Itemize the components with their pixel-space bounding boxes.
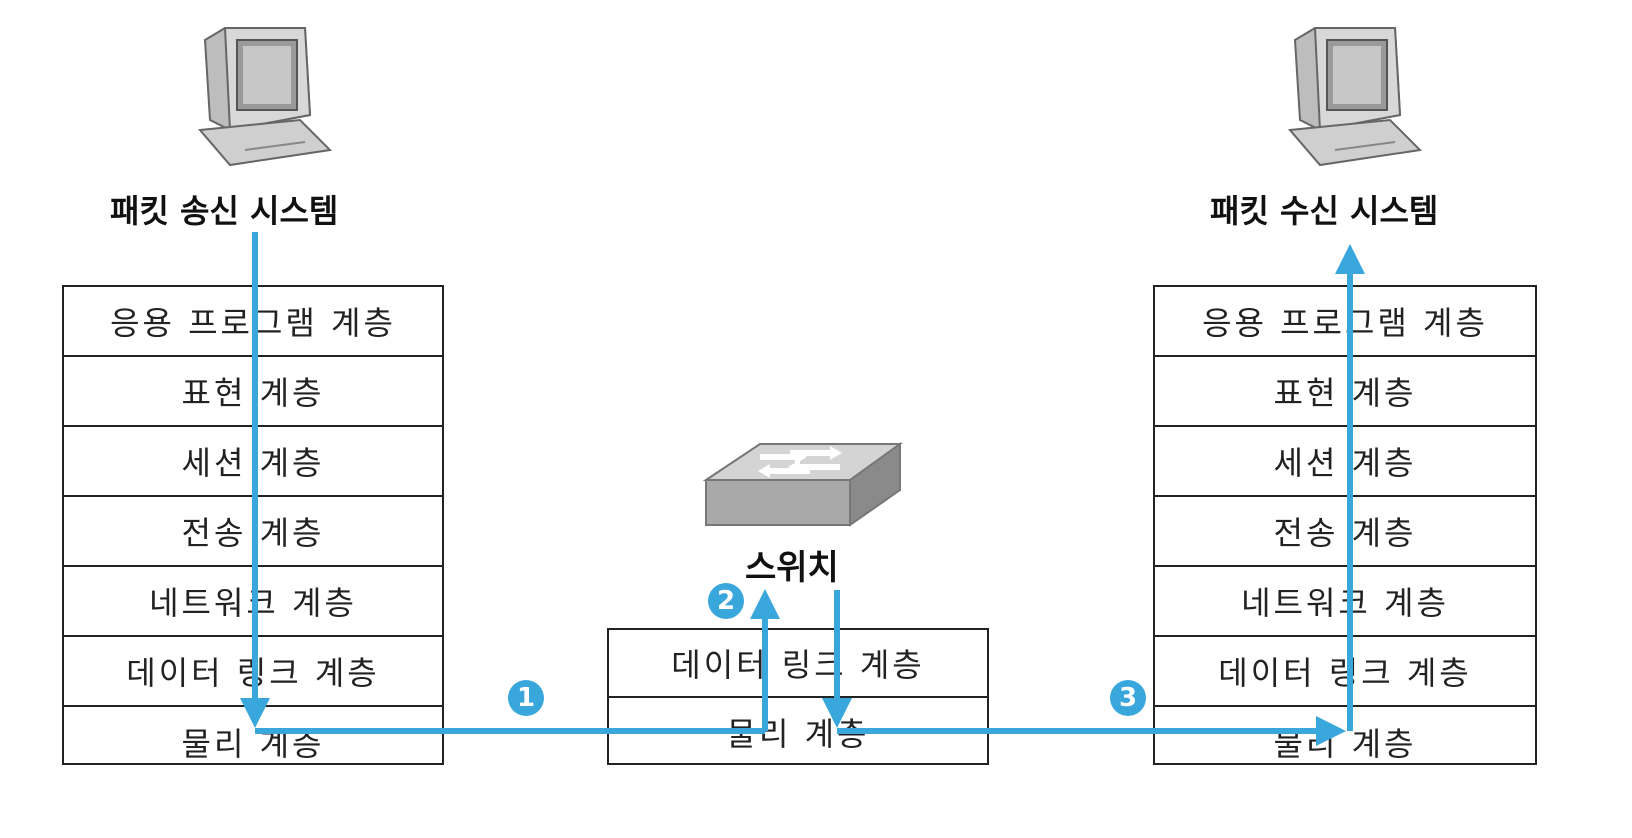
sender-layer-datalink: 데이터 링크 계층 [64, 637, 442, 707]
sender-system-label: 패킷 송신 시스템 [110, 186, 338, 232]
step-badge-3: 3 [1110, 680, 1146, 716]
receiver-layer-stack: 응용 프로그램 계층 표현 계층 세션 계층 전송 계층 네트워크 계층 데이터… [1153, 285, 1537, 765]
receiver-layer-application: 응용 프로그램 계층 [1155, 287, 1535, 357]
step-badge-1: 1 [508, 680, 544, 716]
sender-layer-stack: 응용 프로그램 계층 표현 계층 세션 계층 전송 계층 네트워크 계층 데이터… [62, 285, 444, 765]
receiver-layer-session: 세션 계층 [1155, 427, 1535, 497]
receiver-layer-presentation: 표현 계층 [1155, 357, 1535, 427]
receiver-system-label: 패킷 수신 시스템 [1210, 186, 1438, 232]
receiver-layer-physical: 물리 계층 [1155, 707, 1535, 777]
switch-layer-stack: 데이터 링크 계층 물리 계층 [607, 628, 989, 765]
sender-computer-icon [185, 20, 335, 170]
sender-layer-transport: 전송 계층 [64, 497, 442, 567]
receiver-layer-network: 네트워크 계층 [1155, 567, 1535, 637]
switch-layer-physical: 물리 계층 [609, 698, 987, 765]
sender-layer-presentation: 표현 계층 [64, 357, 442, 427]
sender-layer-session: 세션 계층 [64, 427, 442, 497]
sender-layer-network: 네트워크 계층 [64, 567, 442, 637]
receiver-computer-icon [1275, 20, 1425, 170]
switch-layer-datalink: 데이터 링크 계층 [609, 630, 987, 698]
sender-layer-physical: 물리 계층 [64, 707, 442, 777]
receiver-layer-datalink: 데이터 링크 계층 [1155, 637, 1535, 707]
network-switch-icon [700, 440, 910, 535]
sender-layer-application: 응용 프로그램 계층 [64, 287, 442, 357]
step-badge-2: 2 [708, 583, 744, 619]
receiver-layer-transport: 전송 계층 [1155, 497, 1535, 567]
switch-label: 스위치 [745, 540, 839, 589]
